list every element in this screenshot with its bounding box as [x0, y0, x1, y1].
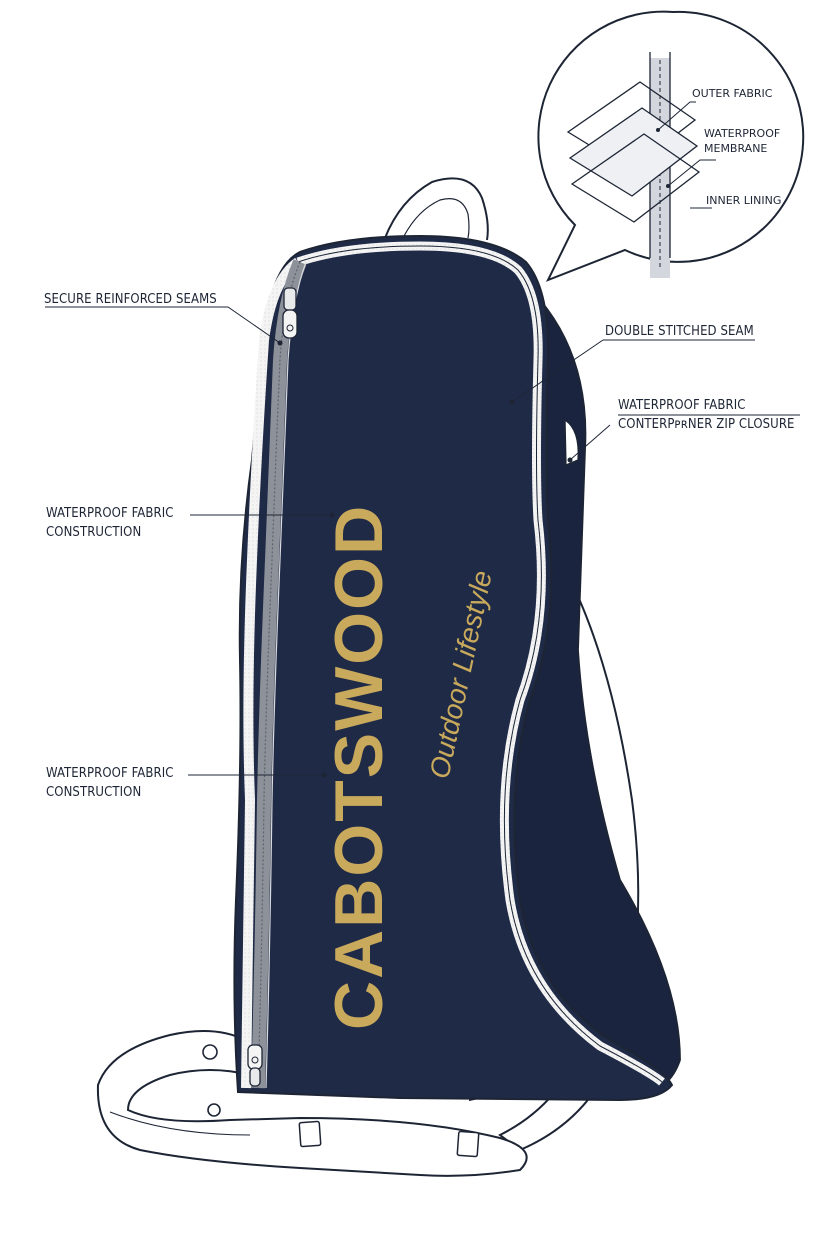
inset-label-inner-lining: INNER LINING [706, 193, 781, 208]
inset-label-outer-fabric: OUTER FABRIC [692, 86, 772, 101]
brand-wordmark: CABOTSWOOD [321, 504, 397, 1030]
callout-double-stitched: DOUBLE STITCHED SEAM [605, 322, 754, 341]
callout-zip-closure: WATERPROOF FABRIC CONTERPᴘʀNER ZIP CLOSU… [618, 396, 795, 434]
strap-buckle-icon [299, 1121, 321, 1146]
callout-fabric-upper: WATERPROOF FABRIC CONSTRUCTION [46, 504, 174, 542]
callout-fabric-lower: WATERPROOF FABRIC CONSTRUCTION [46, 764, 174, 802]
zipper-pull-icon [283, 288, 297, 338]
inset-label-membrane: WATERPROOF MEMBRANE [704, 126, 780, 156]
callout-secure-seams: SECURE REINFORCED SEAMS [44, 290, 217, 309]
